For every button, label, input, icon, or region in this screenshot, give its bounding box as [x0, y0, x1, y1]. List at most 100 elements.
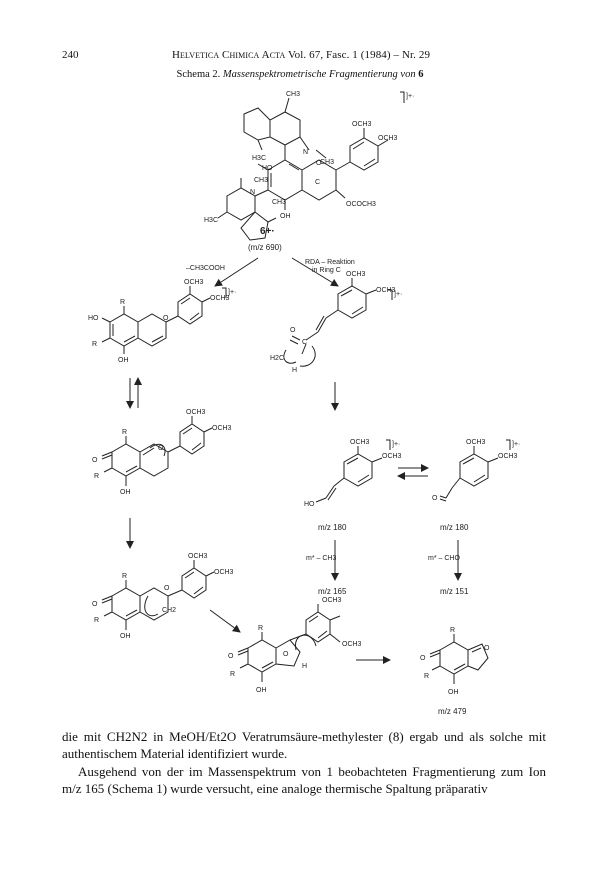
lf2-o-plus: O	[158, 445, 164, 452]
lf-ho: HO	[88, 315, 99, 322]
bf-r1: R	[258, 625, 263, 632]
ald-o: O	[432, 495, 438, 502]
ff-o-plus: O	[484, 645, 490, 652]
rf-bracket: ]+·	[394, 291, 402, 298]
lf3-ch2: CH2	[162, 607, 176, 614]
running-header: Helvetica Chimica Acta Vol. 67, Fasc. 1 …	[172, 49, 430, 61]
parent-structure	[217, 91, 405, 241]
lf2-o-keto: O	[92, 457, 98, 464]
bf-o-ring: O	[283, 651, 289, 658]
arrow-loss-acetic-acid	[214, 257, 259, 287]
ald-bracket: ]+·	[512, 441, 520, 448]
lf-oh: OH	[118, 357, 129, 364]
label-oh-a: OH	[280, 213, 291, 220]
lf-och3-2: OCH3	[210, 295, 230, 302]
parent-mz-label: (m/z 690)	[248, 243, 282, 252]
label-och3-b: OCH3	[378, 135, 398, 142]
lf3-och3-1: OCH3	[188, 553, 208, 560]
parent-ion-label: 6+·	[260, 226, 275, 237]
bf-o-keto: O	[228, 653, 234, 660]
label-radical-bracket: ]+·	[406, 93, 414, 100]
lf-r2: R	[92, 341, 97, 348]
label-och3-a: OCH3	[352, 121, 372, 128]
bf-oh: OH	[256, 687, 267, 694]
caption-text: Massenspektrometrische Fragmentierung vo…	[222, 69, 416, 80]
label-ch3-d: CH3	[272, 199, 286, 206]
enol-fragment-structure	[315, 439, 391, 503]
lf3-r2: R	[94, 617, 99, 624]
label-ococh3: OCOCH3	[346, 201, 376, 208]
bf-och3-1: OCH3	[322, 597, 342, 604]
lf3-och3-2: OCH3	[214, 569, 234, 576]
ald-och3-2: OCH3	[498, 453, 518, 460]
arrow-to-benzofuran	[209, 609, 241, 633]
ff-o-keto: O	[420, 655, 426, 662]
body-paragraph-2: Ausgehend von der im Massenspektrum von …	[62, 764, 546, 796]
rf-och3-1: OCH3	[346, 271, 366, 278]
loss-methyl-label: m* – CH3	[306, 555, 336, 562]
lf2-oh: OH	[120, 489, 131, 496]
bf-r2: R	[230, 671, 235, 678]
lf3-r1: R	[122, 573, 127, 580]
enol-mz: m/z 180	[318, 523, 347, 532]
rda-label-line1: RDA – Reaktion	[305, 259, 355, 266]
bf-h: H	[302, 663, 307, 670]
fragmentation-scheme: CH3 OCH3 OCH3 N CH3 H3C HO CH3 O C N OH …	[88, 91, 520, 716]
label-c-ring: C	[315, 179, 320, 186]
body-paragraph-1: die mit CH2N2 in MeOH/Et2O Veratrumsäure…	[62, 729, 546, 761]
journal-name: Helvetica Chimica Acta	[172, 49, 286, 61]
ff-oh: OH	[448, 689, 459, 696]
lf2-r1: R	[122, 429, 127, 436]
left-fragment2-structure	[101, 416, 213, 486]
caption-prefix: Schema 2.	[176, 69, 221, 80]
lf-o: O	[163, 315, 169, 322]
label-h3c-a: H3C	[252, 155, 266, 162]
left-fragment3-structure	[101, 560, 215, 630]
final-fragment-structure	[429, 634, 489, 684]
rf-och3-2: OCH3	[376, 287, 396, 294]
lf2-och3-1: OCH3	[186, 409, 206, 416]
lf2-och3-2: OCH3	[212, 425, 232, 432]
ff-mz: m/z 479	[438, 707, 467, 716]
mz151-label: m/z 151	[440, 587, 469, 596]
rf-o: O	[290, 327, 296, 334]
loss-cho-label: m* – CHO	[428, 555, 460, 562]
label-ch3-a: CH3	[286, 91, 300, 98]
label-n-a: N	[303, 149, 308, 156]
rf-c: C	[302, 339, 307, 346]
rf-h2c: H2C	[270, 355, 284, 362]
label-o-ring: O	[316, 160, 322, 167]
label-n-b: N	[250, 189, 255, 196]
lf3-oh: OH	[120, 633, 131, 640]
lf2-r2: R	[94, 473, 99, 480]
lf-r1: R	[120, 299, 125, 306]
scheme-caption: Schema 2. Massenspektrometrische Fragmen…	[0, 69, 600, 80]
page-number: 240	[62, 49, 79, 61]
ald-och3-1: OCH3	[466, 439, 486, 446]
label-ch3-c: CH3	[254, 177, 268, 184]
label-ch3-b: CH3	[320, 159, 334, 166]
left-fragment-structure	[101, 286, 227, 354]
arrow-rda	[291, 257, 339, 287]
caption-compound: 6	[418, 69, 424, 80]
enol-och3-1: OCH3	[350, 439, 370, 446]
lf-och3-1: OCH3	[184, 279, 204, 286]
enol-bracket: ]+·	[392, 441, 400, 448]
lf-bracket: ]+·	[228, 289, 236, 296]
lf3-o-keto: O	[92, 601, 98, 608]
ald-mz: m/z 180	[440, 523, 469, 532]
volume-info: Vol. 67, Fasc. 1 (1984) – Nr. 29	[288, 49, 431, 61]
label-ho-a: HO	[262, 165, 273, 172]
ff-r2: R	[424, 673, 429, 680]
label-h3c-b: H3C	[204, 217, 218, 224]
rf-h: H	[292, 367, 297, 374]
enol-och3-2: OCH3	[382, 453, 402, 460]
right-fragment-structure	[283, 278, 393, 367]
bf-och3-2: OCH3	[342, 641, 362, 648]
rda-label-line2: in Ring C	[312, 267, 341, 274]
lf3-o-plus: O	[164, 585, 170, 592]
bottom-fragment-structure	[237, 604, 341, 682]
ff-r1: R	[450, 627, 455, 634]
mz165-label: m/z 165	[318, 587, 347, 596]
